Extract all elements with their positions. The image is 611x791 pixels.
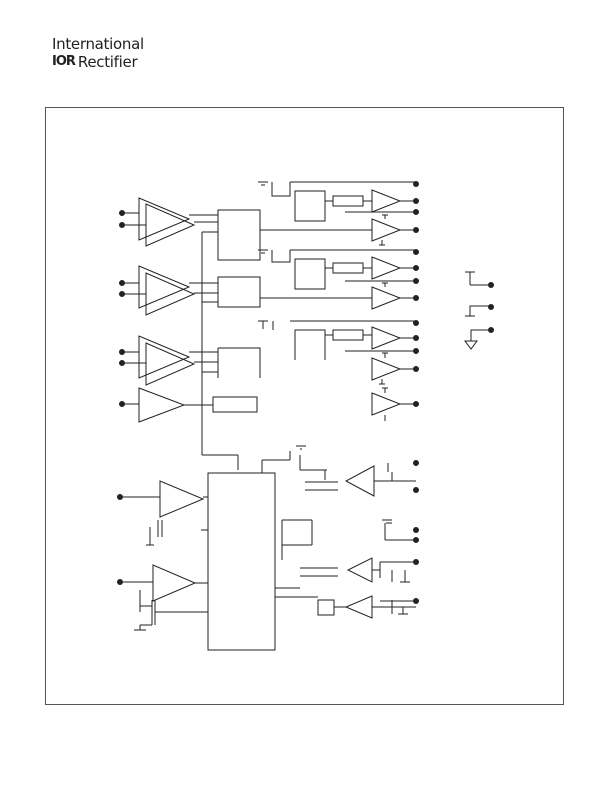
output-buffer: [371, 189, 402, 213]
pin: [413, 527, 419, 533]
output-pin: [413, 249, 419, 255]
resistor: [332, 195, 364, 207]
input-pin: [119, 360, 125, 366]
output-buffer: [371, 218, 402, 242]
input-pin: [119, 401, 125, 407]
output-buffer: [371, 392, 402, 416]
controller-block: [207, 472, 276, 651]
logo-text-international: International: [52, 35, 144, 53]
output-pin: [413, 320, 419, 326]
small-block: [317, 599, 335, 616]
input-amplifier-1: [119, 197, 218, 247]
input-pin: [119, 291, 125, 297]
lower-amplifier-1: [117, 480, 208, 546]
diagram-frame: [45, 107, 564, 705]
output-pin: [413, 209, 419, 215]
input-pin: [117, 579, 123, 585]
output-pin: [413, 295, 419, 301]
resistor: [332, 329, 364, 341]
output-pin: [413, 335, 419, 341]
input-pin: [119, 210, 125, 216]
pin: [413, 559, 419, 565]
logic-block-3: [218, 347, 261, 378]
output-buffer: [371, 286, 402, 310]
output-pin: [413, 366, 419, 372]
logic-block-2: [217, 276, 261, 308]
lower-right-circuitry: [275, 455, 419, 619]
input-amplifier-2: [119, 265, 218, 316]
driver-block: [294, 190, 326, 222]
logo-text-rectifier: Rectifier: [77, 53, 138, 71]
output-pin: [413, 227, 419, 233]
output-stage-1: [258, 181, 419, 246]
input-amplifier-3: [119, 335, 218, 386]
resistor: [332, 262, 364, 274]
driver-block: [294, 258, 326, 290]
output-pin: [413, 181, 419, 187]
buffer-block: [212, 396, 258, 413]
input-pin: [119, 222, 125, 228]
input-pin: [117, 494, 123, 500]
logo-mark: IOR: [52, 54, 76, 69]
feedback-buffer: [344, 465, 375, 497]
input-pin: [119, 349, 125, 355]
output-pin: [413, 401, 419, 407]
output-pin: [413, 265, 419, 271]
logic-block-1: [217, 209, 261, 261]
feedback-buffer: [346, 557, 373, 583]
output-stage-2: [258, 249, 419, 310]
output-pin: [413, 278, 419, 284]
output-pin: [413, 348, 419, 354]
lower-amplifier-2: [117, 564, 208, 631]
output-buffer: [371, 256, 402, 280]
pin: [413, 460, 419, 466]
company-logo: International IOR Rectifier: [52, 35, 144, 71]
output-buffer: [371, 357, 402, 381]
driver-block: [294, 329, 326, 360]
output-buffer: [371, 326, 402, 350]
input-pin: [119, 280, 125, 286]
output-pin: [413, 198, 419, 204]
pin: [413, 487, 419, 493]
pin: [413, 537, 419, 543]
input-amplifier-4: [119, 387, 213, 423]
feedback-buffer: [344, 595, 373, 619]
output-stage-3: [258, 320, 419, 421]
legend-symbols: [464, 271, 494, 350]
